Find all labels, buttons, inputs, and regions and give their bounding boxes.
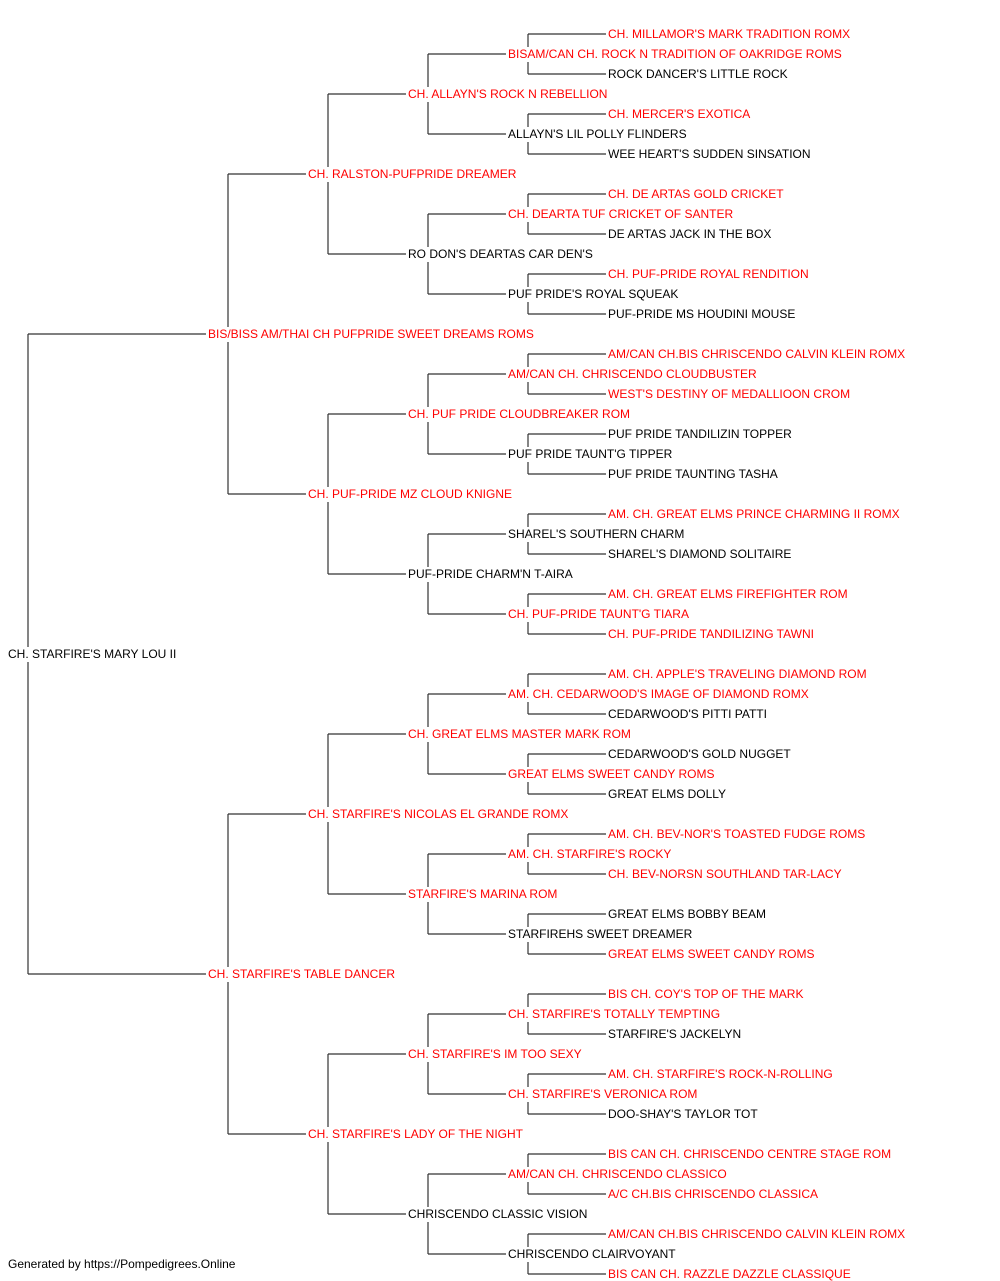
gen5-sire-name[interactable]: GREAT ELMS BOBBY BEAM <box>608 907 767 921</box>
gen4-dam-name[interactable]: CH. STARFIRE'S VERONICA ROM <box>508 1087 698 1101</box>
gen4-dam-name[interactable]: ALLAYN'S LIL POLLY FLINDERS <box>508 127 687 141</box>
gen4-dam-name[interactable]: PUF PRIDE'S ROYAL SQUEAK <box>508 287 679 301</box>
gen4-dam-name[interactable]: PUF PRIDE TAUNT'G TIPPER <box>508 447 673 461</box>
gen3-sire-name[interactable]: CH. ALLAYN'S ROCK N REBELLION <box>408 87 608 101</box>
gen3-dam-name[interactable]: STARFIRE'S MARINA ROM <box>408 887 558 901</box>
gen4-sire-name[interactable]: AM. CH. CEDARWOOD'S IMAGE OF DIAMOND ROM… <box>508 687 809 701</box>
gen3-sire-name[interactable]: CH. PUF PRIDE CLOUDBREAKER ROM <box>408 407 631 421</box>
gen4-sire-name[interactable]: AM/CAN CH. CHRISCENDO CLOUDBUSTER <box>508 367 757 381</box>
gen4-sire-name[interactable]: SHAREL'S SOUTHERN CHARM <box>508 527 685 541</box>
gen5-dam-name[interactable]: CH. PUF-PRIDE TANDILIZING TAWNI <box>608 627 815 641</box>
gen4-dam-name[interactable]: CHRISCENDO CLAIRVOYANT <box>508 1247 676 1261</box>
gen5-sire-name[interactable]: AM. CH. BEV-NOR'S TOASTED FUDGE ROMS <box>608 827 866 841</box>
gen5-dam-name[interactable]: GREAT ELMS DOLLY <box>608 787 727 801</box>
gen5-dam-name[interactable]: CH. BEV-NORSN SOUTHLAND TAR-LACY <box>608 867 842 881</box>
gen3-sire-name[interactable]: CH. GREAT ELMS MASTER MARK ROM <box>408 727 631 741</box>
gen5-sire-name[interactable]: CH. PUF-PRIDE ROYAL RENDITION <box>608 267 809 281</box>
gen5-dam-name[interactable]: SHAREL'S DIAMOND SOLITAIRE <box>608 547 792 561</box>
gen5-dam-name[interactable]: GREAT ELMS SWEET CANDY ROMS <box>608 947 815 961</box>
gen5-dam-name[interactable]: WEST'S DESTINY OF MEDALLIOON CROM <box>608 387 851 401</box>
gen5-sire-name[interactable]: CEDARWOOD'S GOLD NUGGET <box>608 747 791 761</box>
gen3-dam-name[interactable]: CHRISCENDO CLASSIC VISION <box>408 1207 588 1221</box>
gen5-sire-name[interactable]: CH. MERCER'S EXOTICA <box>608 107 751 121</box>
gen5-dam-name[interactable]: DOO-SHAY'S TAYLOR TOT <box>608 1107 758 1121</box>
gen4-sire-name[interactable]: AM. CH. STARFIRE'S ROCKY <box>508 847 672 861</box>
gen5-dam-name[interactable]: STARFIRE'S JACKELYN <box>608 1027 742 1041</box>
gen5-sire-name[interactable]: AM/CAN CH.BIS CHRISCENDO CALVIN KLEIN RO… <box>608 1227 906 1241</box>
gen5-dam-name[interactable]: CEDARWOOD'S PITTI PATTI <box>608 707 767 721</box>
gen5-sire-name[interactable]: CH. MILLAMOR'S MARK TRADITION ROMX <box>608 27 851 41</box>
gen3-dam-name[interactable]: PUF-PRIDE CHARM'N T-AIRA <box>408 567 573 581</box>
gen5-dam-name[interactable]: WEE HEART'S SUDDEN SINSATION <box>608 147 811 161</box>
gen4-dam-name[interactable]: STARFIREHS SWEET DREAMER <box>508 927 693 941</box>
gen5-sire-name[interactable]: AM. CH. GREAT ELMS PRINCE CHARMING II RO… <box>608 507 900 521</box>
gen1-dam-name[interactable]: CH. STARFIRE'S TABLE DANCER <box>208 967 395 981</box>
gen5-sire-name[interactable]: AM. CH. STARFIRE'S ROCK-N-ROLLING <box>608 1067 833 1081</box>
gen5-sire-name[interactable]: CH. DE ARTAS GOLD CRICKET <box>608 187 784 201</box>
gen5-sire-name[interactable]: BIS CAN CH. CHRISCENDO CENTRE STAGE ROM <box>608 1147 892 1161</box>
gen5-sire-name[interactable]: AM. CH. APPLE'S TRAVELING DIAMOND ROM <box>608 667 867 681</box>
gen2-dam-name[interactable]: CH. STARFIRE'S LADY OF THE NIGHT <box>308 1127 523 1141</box>
gen5-dam-name[interactable]: BIS CAN CH. RAZZLE DAZZLE CLASSIQUE <box>608 1267 851 1281</box>
gen2-sire-name[interactable]: CH. STARFIRE'S NICOLAS EL GRANDE ROMX <box>308 807 569 821</box>
gen5-sire-name[interactable]: AM. CH. GREAT ELMS FIREFIGHTER ROM <box>608 587 848 601</box>
subject-name[interactable]: CH. STARFIRE'S MARY LOU II <box>8 647 177 661</box>
gen5-dam-name[interactable]: PUF-PRIDE MS HOUDINI MOUSE <box>608 307 796 321</box>
gen3-sire-name[interactable]: CH. STARFIRE'S IM TOO SEXY <box>408 1047 582 1061</box>
gen4-dam-name[interactable]: CH. PUF-PRIDE TAUNT'G TIARA <box>508 607 689 621</box>
gen5-sire-name[interactable]: PUF PRIDE TANDILIZIN TOPPER <box>608 427 792 441</box>
gen4-sire-name[interactable]: CH. STARFIRE'S TOTALLY TEMPTING <box>508 1007 721 1021</box>
gen5-dam-name[interactable]: PUF PRIDE TAUNTING TASHA <box>608 467 778 481</box>
gen5-dam-name[interactable]: ROCK DANCER'S LITTLE ROCK <box>608 67 788 81</box>
gen5-sire-name[interactable]: BIS CH. COY'S TOP OF THE MARK <box>608 987 804 1001</box>
gen2-dam-name[interactable]: CH. PUF-PRIDE MZ CLOUD KNIGNE <box>308 487 513 501</box>
gen3-dam-name[interactable]: RO DON'S DEARTAS CAR DEN'S <box>408 247 593 261</box>
gen4-sire-name[interactable]: BISAM/CAN CH. ROCK N TRADITION OF OAKRID… <box>508 47 842 61</box>
gen4-sire-name[interactable]: CH. DEARTA TUF CRICKET OF SANTER <box>508 207 734 221</box>
footer-credit[interactable]: Generated by https://Pompedigrees.Online <box>8 1257 236 1271</box>
gen2-sire-name[interactable]: CH. RALSTON-PUFPRIDE DREAMER <box>308 167 517 181</box>
gen4-dam-name[interactable]: GREAT ELMS SWEET CANDY ROMS <box>508 767 715 781</box>
gen4-sire-name[interactable]: AM/CAN CH. CHRISCENDO CLASSICO <box>508 1167 727 1181</box>
gen5-sire-name[interactable]: AM/CAN CH.BIS CHRISCENDO CALVIN KLEIN RO… <box>608 347 906 361</box>
gen1-sire-name[interactable]: BIS/BISS AM/THAI CH PUFPRIDE SWEET DREAM… <box>208 327 534 341</box>
gen5-dam-name[interactable]: A/C CH.BIS CHRISCENDO CLASSICA <box>608 1187 819 1201</box>
gen5-dam-name[interactable]: DE ARTAS JACK IN THE BOX <box>608 227 772 241</box>
